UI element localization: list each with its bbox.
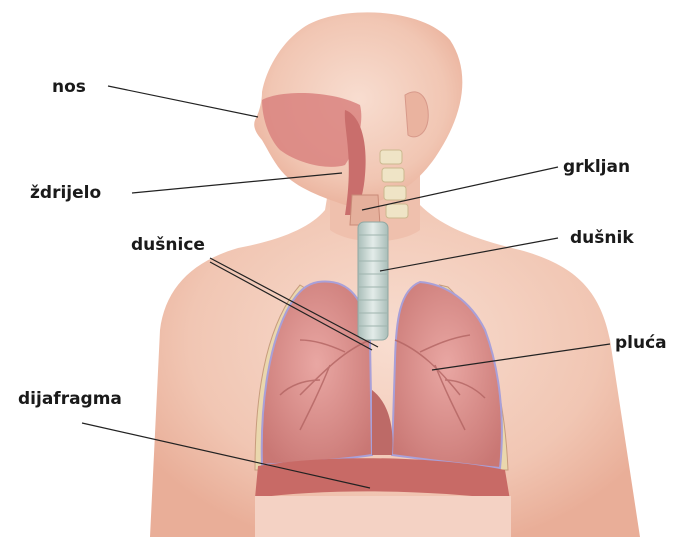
leader-nos [108, 86, 258, 117]
larynx [350, 195, 380, 225]
label-zdrijelo: ždrijelo [30, 183, 101, 203]
label-nos: nos [52, 77, 86, 97]
label-grkljan: grkljan [563, 157, 630, 177]
lower-torso [255, 496, 511, 537]
trachea [358, 222, 388, 340]
ear [405, 92, 428, 137]
label-dijafragma: dijafragma [18, 389, 122, 409]
label-dusnik: dušnik [570, 228, 634, 248]
label-pluca: pluća [615, 333, 667, 353]
label-dusnice: dušnice [131, 235, 205, 255]
